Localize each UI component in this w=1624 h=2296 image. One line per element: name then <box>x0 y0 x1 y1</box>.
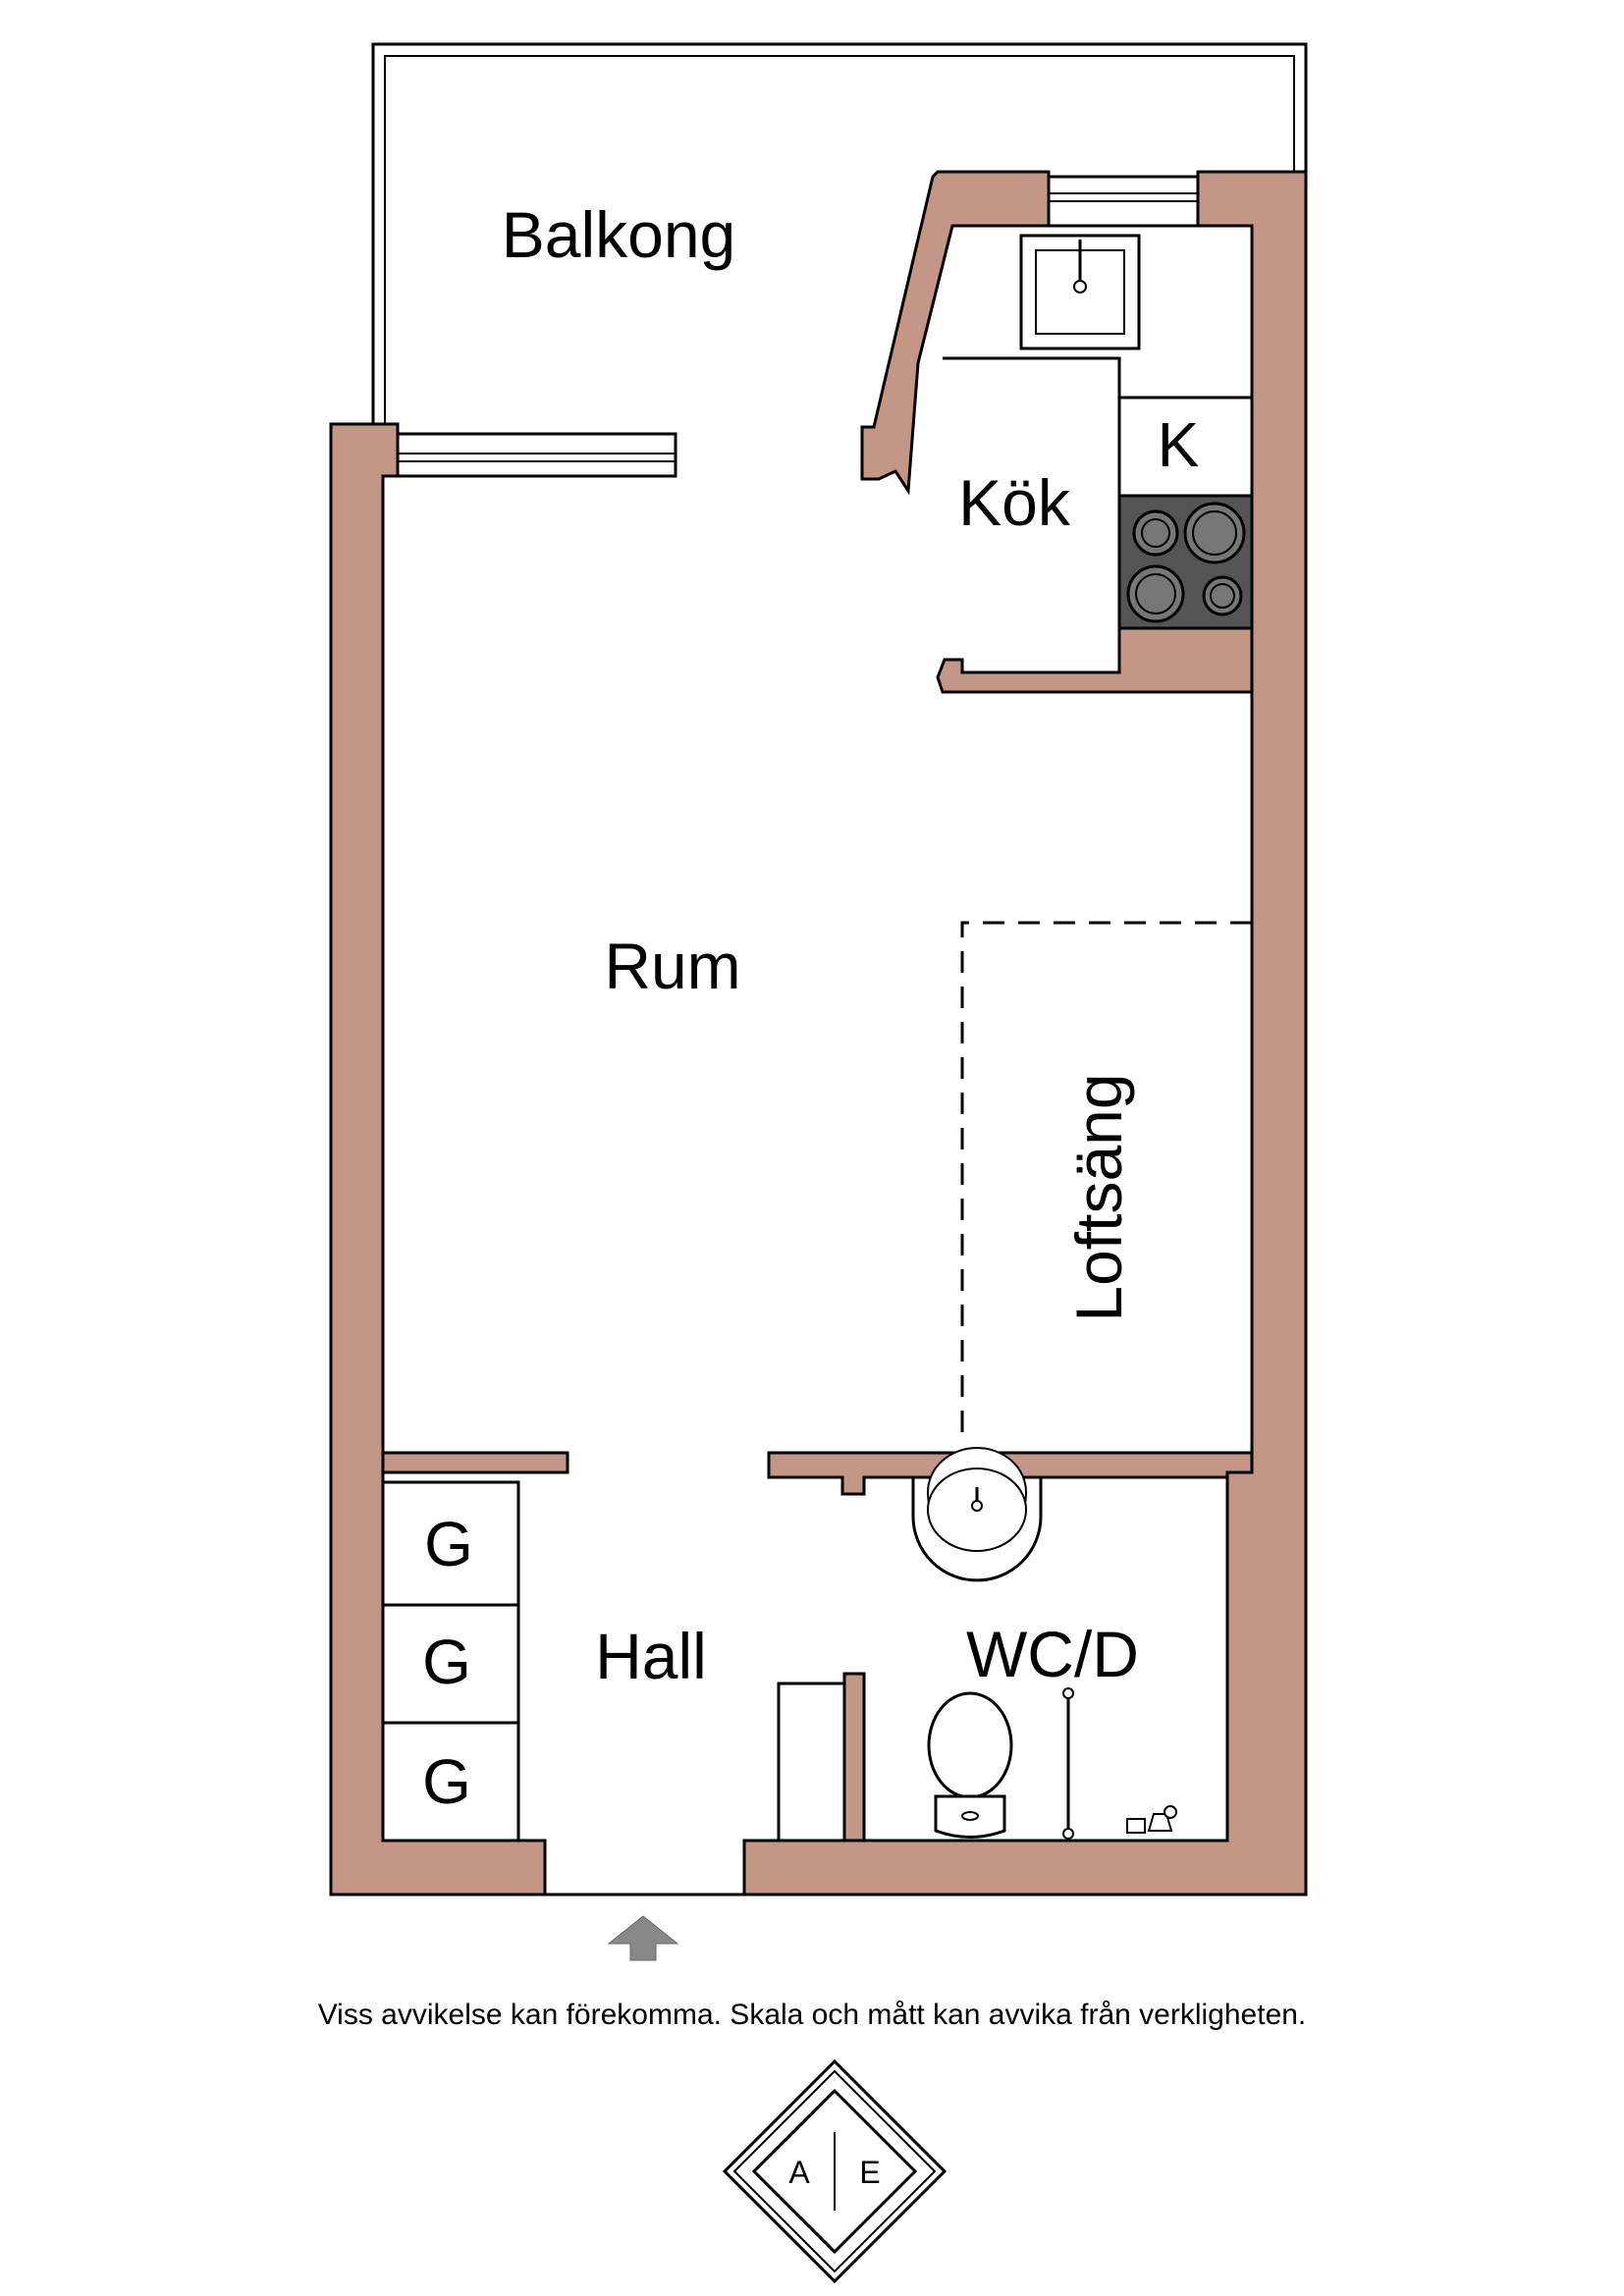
window-room <box>396 432 677 478</box>
fridge-label: K <box>1158 409 1200 480</box>
disclaimer-text: Viss avvikelse kan förekomma. Skala och … <box>317 1999 1307 2031</box>
bathroom-label: WC/D <box>966 1618 1139 1690</box>
wardrobes <box>381 1480 520 1842</box>
hall-cabinet <box>777 1682 846 1842</box>
loft-bed-outline <box>960 921 1252 1438</box>
kitchen-lower-wall <box>936 626 1254 694</box>
toilet-icon <box>927 1691 1013 1839</box>
shower-icon <box>1062 1687 1177 1840</box>
wardrobe-label-1: G <box>424 1509 473 1579</box>
entrance-arrow-icon <box>607 1915 679 1961</box>
wardrobe-label-3: G <box>422 1746 471 1817</box>
wardrobe-label-2: G <box>422 1627 471 1697</box>
sink-icon <box>1019 234 1141 350</box>
outer-wall <box>329 170 1308 1896</box>
balcony-label: Balkong <box>502 198 736 271</box>
hall-label: Hall <box>595 1620 707 1692</box>
logo-letter-right: E <box>859 2155 880 2190</box>
stove-icon <box>1117 494 1254 630</box>
loft-bed-label: Loftsäng <box>1062 1073 1135 1321</box>
logo-letter-left: A <box>788 2155 810 2190</box>
bathroom-wall-left <box>842 1672 866 1842</box>
kitchen-label: Kök <box>958 466 1071 539</box>
washbasin-icon <box>911 1447 1043 1582</box>
window-kitchen <box>1047 175 1200 228</box>
hall-partition-left <box>381 1451 569 1474</box>
ae-logo: A E <box>722 2058 947 2284</box>
room-label: Rum <box>604 930 740 1002</box>
balcony-outline <box>371 42 1308 424</box>
